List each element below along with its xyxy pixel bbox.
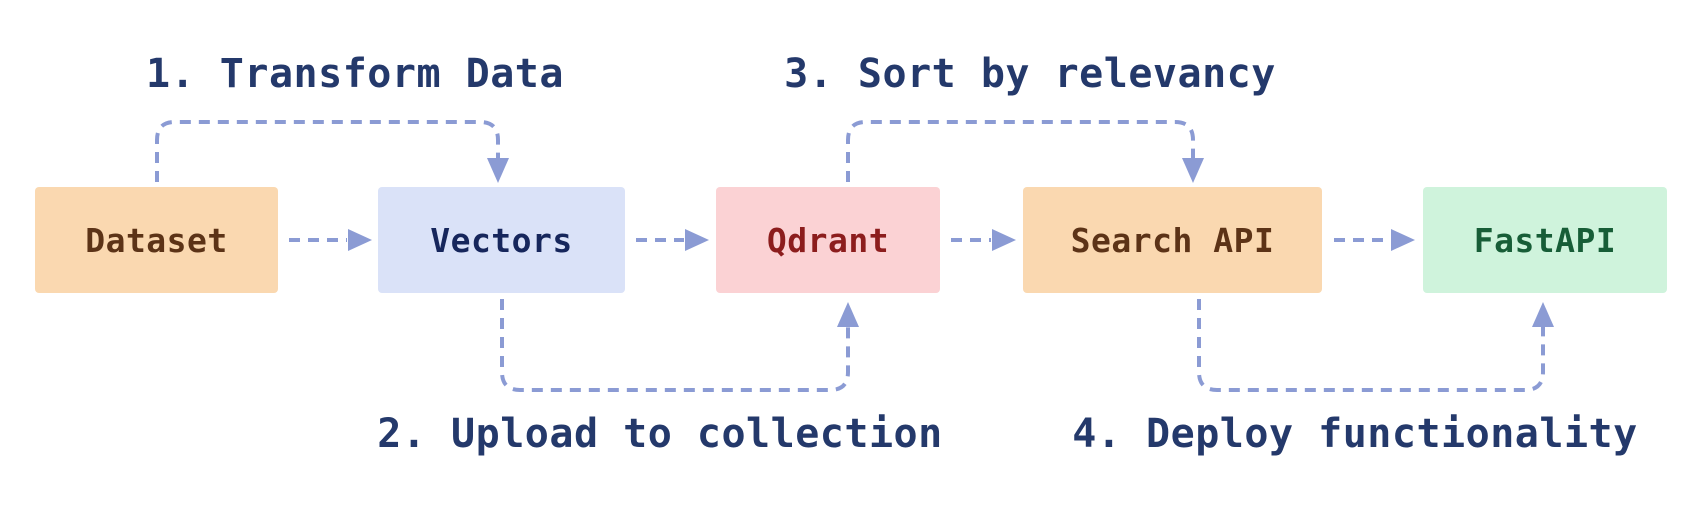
node-label: Vectors [430, 220, 573, 260]
arrowhead-right-icon [992, 229, 1016, 251]
curve-step4-deploy-functionality [1197, 299, 1554, 392]
dashed-curve-line [500, 299, 850, 392]
arrow-vectors-to-qdrant [636, 229, 709, 251]
arrowhead-up-icon [837, 302, 859, 327]
node-label: FastAPI [1473, 220, 1617, 260]
arrowhead-right-icon [1391, 229, 1415, 251]
step-label-upload-to-collection: 2. Upload to collection [377, 411, 943, 457]
arrowhead-right-icon [685, 229, 709, 251]
curve-step1-transform-data [155, 120, 509, 183]
node-vectors: Vectors [378, 187, 625, 293]
arrow-dataset-to-vectors [289, 229, 372, 251]
arrow-qdrant-to-search-api [951, 229, 1016, 251]
node-label: Search API [1070, 220, 1275, 260]
step-label-deploy-functionality: 4. Deploy functionality [1072, 411, 1638, 457]
node-qdrant: Qdrant [716, 187, 940, 293]
node-dataset: Dataset [35, 187, 278, 293]
node-fastapi: FastAPI [1423, 187, 1667, 293]
arrowhead-down-icon [487, 158, 509, 183]
dashed-curve-line [846, 120, 1195, 182]
arrow-search-api-to-fastapi [1334, 229, 1415, 251]
step-label-transform-data: 1. Transform Data [146, 51, 564, 97]
node-label: Qdrant [766, 220, 890, 260]
curve-step2-upload-to-collection [500, 299, 859, 392]
arrowhead-down-icon [1182, 158, 1204, 183]
curve-step3-sort-by-relevancy [846, 120, 1204, 183]
node-label: Dataset [85, 220, 228, 260]
arrowhead-up-icon [1532, 302, 1554, 327]
step-label-sort-by-relevancy: 3. Sort by relevancy [784, 51, 1276, 97]
arrowhead-right-icon [348, 229, 372, 251]
node-search-api: Search API [1023, 187, 1322, 293]
dashed-curve-line [1197, 299, 1545, 392]
dashed-curve-line [155, 120, 500, 182]
